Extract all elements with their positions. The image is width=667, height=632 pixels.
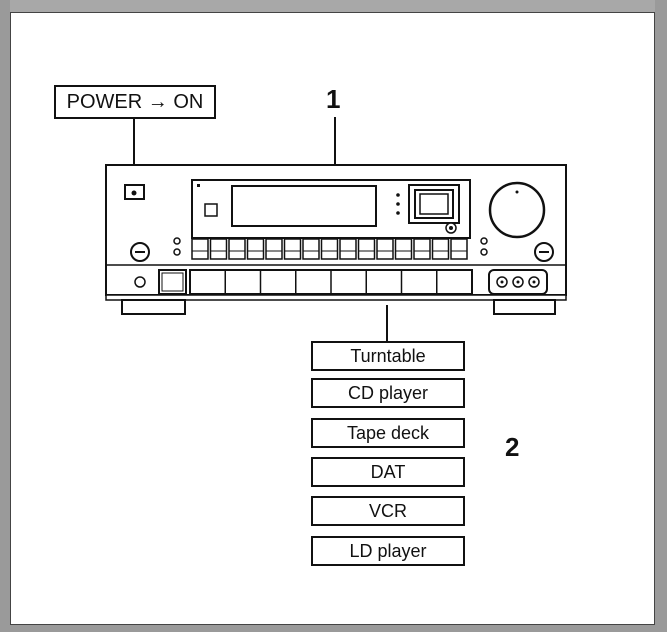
source-ld-player: LD player [311, 536, 465, 566]
scan-border-bottom [0, 625, 667, 632]
preset-button-row [191, 238, 468, 260]
preset-button [228, 238, 246, 260]
callout-2: 2 [505, 432, 520, 462]
preset-button [357, 238, 376, 260]
callout-1: 1 [326, 84, 341, 114]
preset-button [302, 238, 320, 260]
preset-button [431, 238, 450, 260]
preset-button [320, 238, 339, 260]
source-turntable: Turntable [311, 341, 465, 371]
preset-button [394, 238, 413, 260]
power-on-label: POWER → ON [54, 85, 216, 119]
source-cd-player: CD player [311, 378, 465, 408]
source-tape-deck: Tape deck [311, 418, 465, 448]
preset-button [191, 238, 209, 260]
display-window [231, 185, 377, 227]
preset-button [450, 238, 468, 260]
preset-button [246, 238, 265, 260]
source-vcr: VCR [311, 496, 465, 526]
preset-button [413, 238, 431, 260]
preset-button [376, 238, 394, 260]
foot-left [121, 299, 186, 315]
source-dat: DAT [311, 457, 465, 487]
preset-button [283, 238, 302, 260]
preset-button [209, 238, 228, 260]
scan-border-right [655, 0, 667, 632]
preset-button [265, 238, 283, 260]
volume-knob [488, 181, 546, 239]
scan-border-left [0, 0, 10, 632]
preset-button [339, 238, 357, 260]
foot-right [493, 299, 556, 315]
scan-border-top [0, 0, 667, 12]
